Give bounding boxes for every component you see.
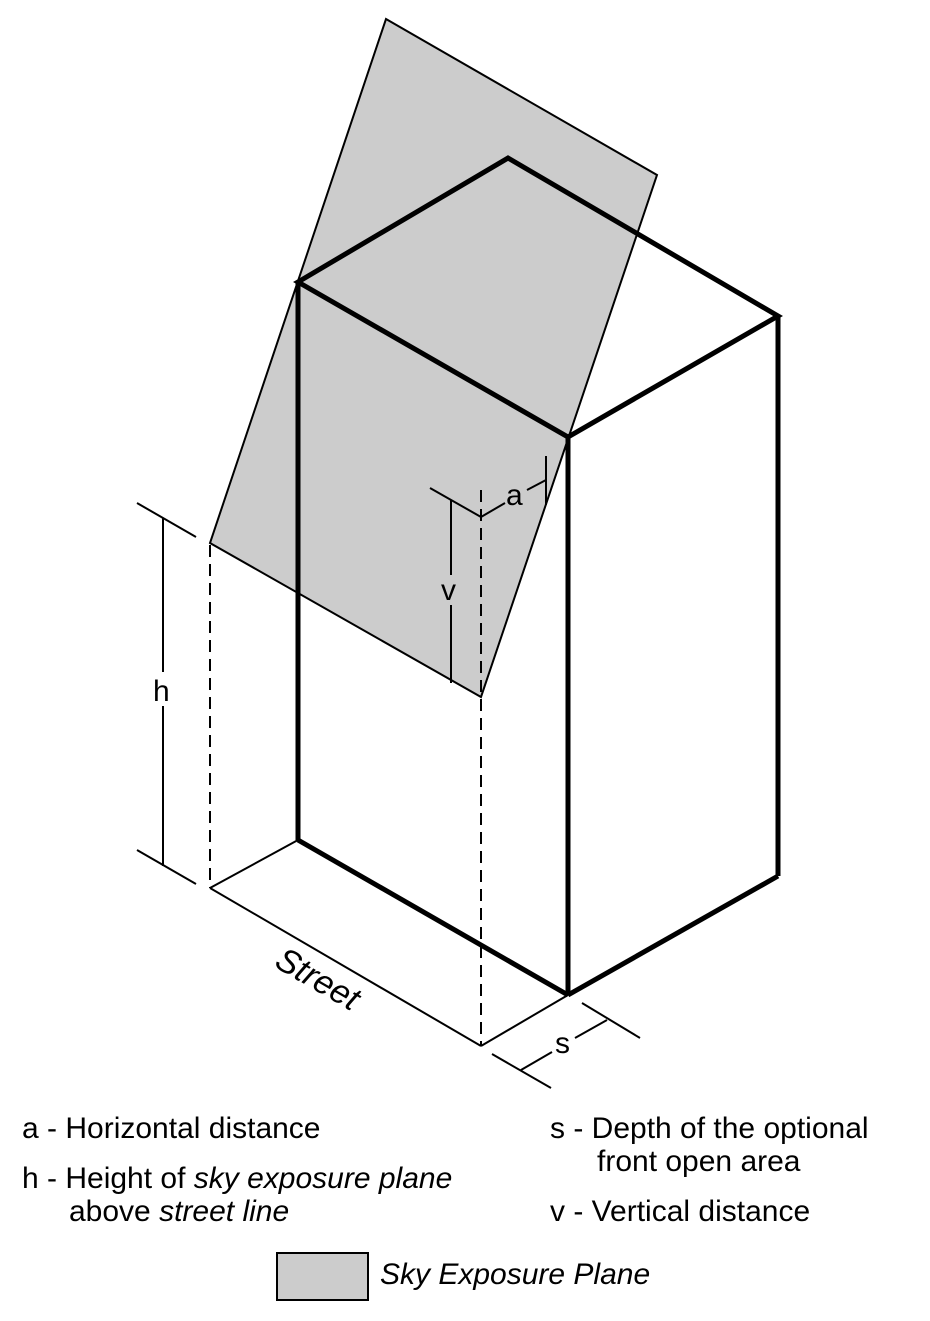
legend-swatch xyxy=(276,1252,369,1301)
legend-a: a - Horizontal distance xyxy=(22,1112,321,1145)
dashed-verticals xyxy=(209,490,482,1046)
a-dimension xyxy=(480,456,547,518)
h-dimension xyxy=(136,502,197,885)
legend-v: v - Vertical distance xyxy=(550,1195,811,1228)
street-line xyxy=(209,887,482,1047)
v-dimension xyxy=(429,487,482,683)
legend-a-key: a xyxy=(22,1112,39,1145)
legend-h-key: h xyxy=(22,1162,39,1195)
legend-swatch-label: Sky Exposure Plane xyxy=(380,1258,651,1291)
street-base xyxy=(209,839,569,1047)
legend-s-key: s xyxy=(550,1112,565,1145)
s-label: s xyxy=(555,1027,570,1060)
h-label: h xyxy=(153,675,170,708)
building-right-bottom-edge xyxy=(566,873,780,998)
sky-exposure-diagram: h v a s Street xyxy=(136,17,783,1089)
legend-h: h - Height of sky exposure plane above s… xyxy=(22,1162,453,1228)
legend-v-key: v xyxy=(550,1195,565,1228)
legend-s: s - Depth of the optional front open are… xyxy=(550,1112,869,1178)
building-front-bottom-edge xyxy=(296,837,570,998)
building xyxy=(293,155,783,998)
v-label: v xyxy=(441,574,456,607)
s-dimension xyxy=(491,1002,641,1089)
a-label: a xyxy=(506,479,523,512)
legend-a-text: Horizontal distance xyxy=(65,1112,321,1145)
